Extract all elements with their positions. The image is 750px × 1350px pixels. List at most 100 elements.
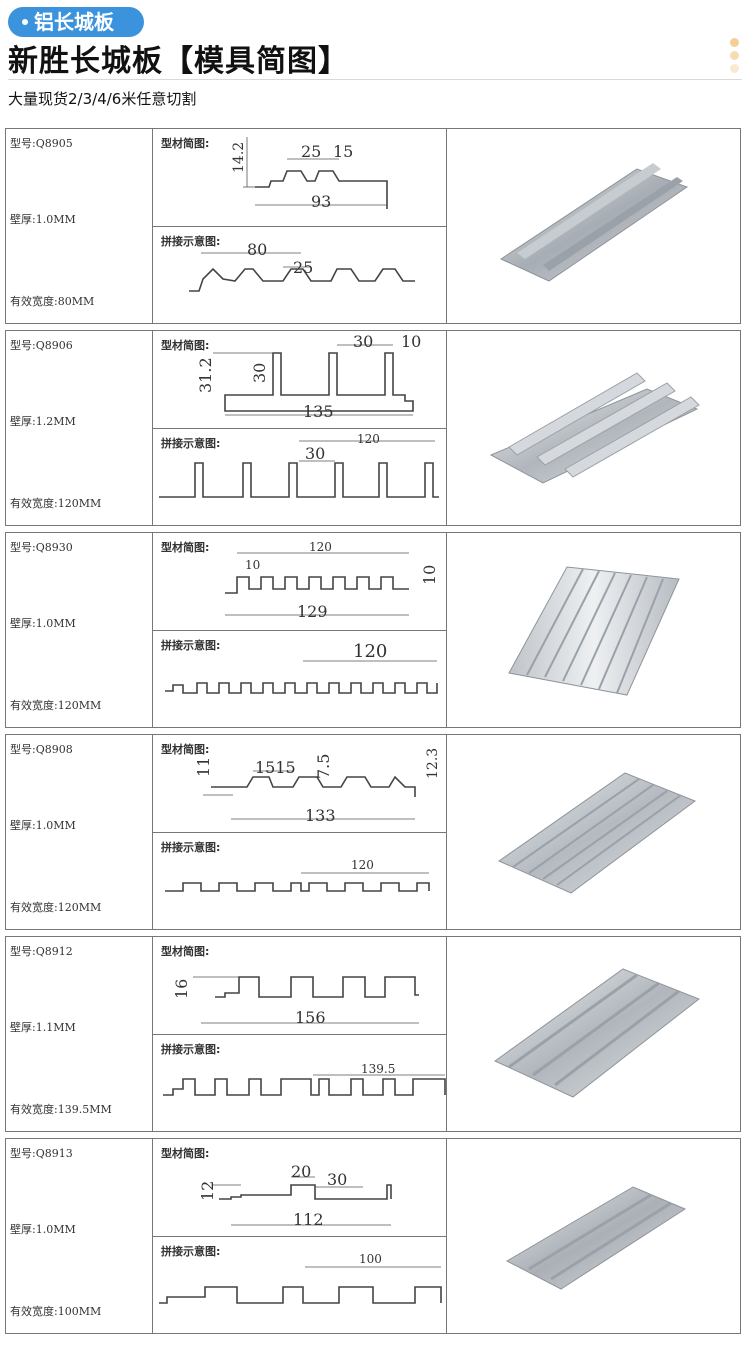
product-photo <box>497 772 697 894</box>
diagram-cell: 型材简图: 拼接示意图: 14.2 25 15 93 80 25 <box>153 129 447 323</box>
spec-cell: 型号:Q8906 壁厚:1.2MM 有效宽度:120MM <box>6 331 153 525</box>
dim-width: 135 <box>303 402 334 421</box>
splice-diagram-label: 拼接示意图: <box>161 1043 221 1056</box>
diagram-cell: 型材简图: 拼接示意图: 31.2 30 30 10 135 120 30 <box>153 331 447 525</box>
model-number: 型号:Q8913 <box>10 1147 73 1160</box>
profile-diagram-label: 型材简图: <box>161 743 210 756</box>
dim-a: 120 <box>309 540 332 554</box>
model-number: 型号:Q8908 <box>10 743 73 756</box>
diagram-cell: 型材简图: 拼接示意图: 120 10 10 129 120 <box>153 533 447 727</box>
diagram-cell: 型材简图: 拼接示意图: 11 1515 7.5 12.3 133 120 <box>153 735 447 929</box>
model-number: 型号:Q8930 <box>10 541 73 554</box>
splice-diagram-label: 拼接示意图: <box>161 437 221 450</box>
spec-cell: 型号:Q8912 壁厚:1.1MM 有效宽度:139.5MM <box>6 937 153 1131</box>
model-number: 型号:Q8912 <box>10 945 73 958</box>
splice-dim-a: 120 <box>357 432 380 446</box>
product-row-q8912: 型号:Q8912 壁厚:1.1MM 有效宽度:139.5MM 型材简图: 拼接示… <box>5 936 741 1132</box>
dim-b: 30 <box>327 1170 347 1189</box>
product-photo <box>499 163 689 282</box>
splice-dim-a: 100 <box>359 1252 382 1266</box>
product-photo <box>508 566 680 696</box>
diagram-cell: 型材简图: 拼接示意图: 12 20 30 112 100 <box>153 1139 447 1333</box>
splice-diagram-label: 拼接示意图: <box>161 841 221 854</box>
product-row-q8913: 型号:Q8913 壁厚:1.0MM 有效宽度:100MM 型材简图: 拼接示意图… <box>5 1138 741 1334</box>
dim-height: 11 <box>194 757 213 777</box>
effective-width: 有效宽度:100MM <box>10 1305 102 1318</box>
profile-diagram: 120 10 10 129 120 <box>165 540 439 694</box>
profile-diagram: 16 156 139.5 <box>163 976 446 1096</box>
dim-height: 10 <box>420 565 439 585</box>
dim-a: 20 <box>291 1162 311 1181</box>
wall-thickness: 壁厚:1.2MM <box>10 415 76 428</box>
splice-diagram-label: 拼接示意图: <box>161 235 221 248</box>
product-photo <box>494 968 700 1098</box>
wall-thickness: 壁厚:1.0MM <box>10 213 76 226</box>
profile-diagram-label: 型材简图: <box>161 1147 210 1160</box>
dim-width: 156 <box>295 1008 326 1027</box>
effective-width: 有效宽度:120MM <box>10 901 102 914</box>
splice-diagram-label: 拼接示意图: <box>161 639 221 652</box>
spec-cell: 型号:Q8905 壁厚:1.0MM 有效宽度:80MM <box>6 129 153 323</box>
dim-width: 129 <box>297 602 328 621</box>
model-number: 型号:Q8906 <box>10 339 73 352</box>
model-number: 型号:Q8905 <box>10 137 73 150</box>
category-tag-label: 铝长城板 <box>34 10 114 34</box>
splice-dim-b: 25 <box>293 258 313 277</box>
page-subtitle: 大量现货2/3/4/6米任意切割 <box>8 90 197 108</box>
dim-width: 112 <box>293 1210 324 1229</box>
spec-cell: 型号:Q8930 壁厚:1.0MM 有效宽度:120MM <box>6 533 153 727</box>
dim-height: 14.2 <box>231 142 247 173</box>
decorative-dots <box>730 38 740 77</box>
bullet-dot <box>22 18 28 25</box>
dim-a: 1515 <box>255 758 296 777</box>
profile-diagram-label: 型材简图: <box>161 945 210 958</box>
dim-height-2: 30 <box>250 363 269 383</box>
product-photo-cell <box>447 937 741 1131</box>
wall-thickness: 壁厚:1.0MM <box>10 819 76 832</box>
dim-width: 133 <box>305 806 336 825</box>
effective-width: 有效宽度:120MM <box>10 497 102 510</box>
diagram-cell: 型材简图: 拼接示意图: 16 156 139.5 <box>153 937 447 1131</box>
splice-diagram-label: 拼接示意图: <box>161 1245 221 1258</box>
splice-dim-b: 30 <box>305 444 325 463</box>
product-row-q8906: 型号:Q8906 壁厚:1.2MM 有效宽度:120MM 型材简图: 拼接示意图… <box>5 330 741 526</box>
category-tag: 铝长城板 <box>8 7 144 37</box>
splice-dim-a: 139.5 <box>361 1062 395 1076</box>
effective-width: 有效宽度:120MM <box>10 699 102 712</box>
spec-cell: 型号:Q8913 壁厚:1.0MM 有效宽度:100MM <box>6 1139 153 1333</box>
wall-thickness: 壁厚:1.0MM <box>10 617 76 630</box>
product-row-q8930: 型号:Q8930 壁厚:1.0MM 有效宽度:120MM 型材简图: 拼接示意图… <box>5 532 741 728</box>
product-photo-cell <box>447 533 741 727</box>
dim-b: 7.5 <box>314 754 333 779</box>
profile-diagram: 31.2 30 30 10 135 120 30 <box>159 332 439 498</box>
wall-thickness: 壁厚:1.1MM <box>10 1021 76 1034</box>
dim-width: 93 <box>311 192 331 211</box>
splice-dim-a: 120 <box>351 858 374 872</box>
spec-cell: 型号:Q8908 壁厚:1.0MM 有效宽度:120MM <box>6 735 153 929</box>
product-photo-cell <box>447 1139 741 1333</box>
profile-diagram-label: 型材简图: <box>161 137 210 150</box>
effective-width: 有效宽度:139.5MM <box>10 1103 112 1116</box>
product-photo <box>489 372 700 484</box>
page-title: 新胜长城板【模具简图】 <box>8 44 349 79</box>
product-row-q8908: 型号:Q8908 壁厚:1.0MM 有效宽度:120MM 型材简图: 拼接示意图… <box>5 734 741 930</box>
product-row-q8905: 型号:Q8905 壁厚:1.0MM 有效宽度:80MM 型材简图: 拼接示意图:… <box>5 128 741 324</box>
product-photo <box>505 1186 687 1290</box>
dim-c: 12.3 <box>425 748 441 779</box>
dim-height: 12 <box>198 1181 217 1201</box>
product-photo-cell <box>447 129 741 323</box>
wall-thickness: 壁厚:1.0MM <box>10 1223 76 1236</box>
profile-diagram: 12 20 30 112 100 <box>159 1162 442 1304</box>
dim-a: 30 <box>353 332 373 351</box>
splice-dim-a: 120 <box>353 641 387 662</box>
dim-a: 25 <box>301 142 321 161</box>
dim-height: 16 <box>172 979 191 999</box>
dim-b: 10 <box>245 558 260 572</box>
title-divider <box>8 79 742 80</box>
product-photo-cell <box>447 331 741 525</box>
profile-diagram-label: 型材简图: <box>161 339 210 352</box>
dim-b: 15 <box>333 142 353 161</box>
effective-width: 有效宽度:80MM <box>10 295 95 308</box>
dim-height: 31.2 <box>196 357 215 393</box>
dim-b: 10 <box>401 332 421 351</box>
